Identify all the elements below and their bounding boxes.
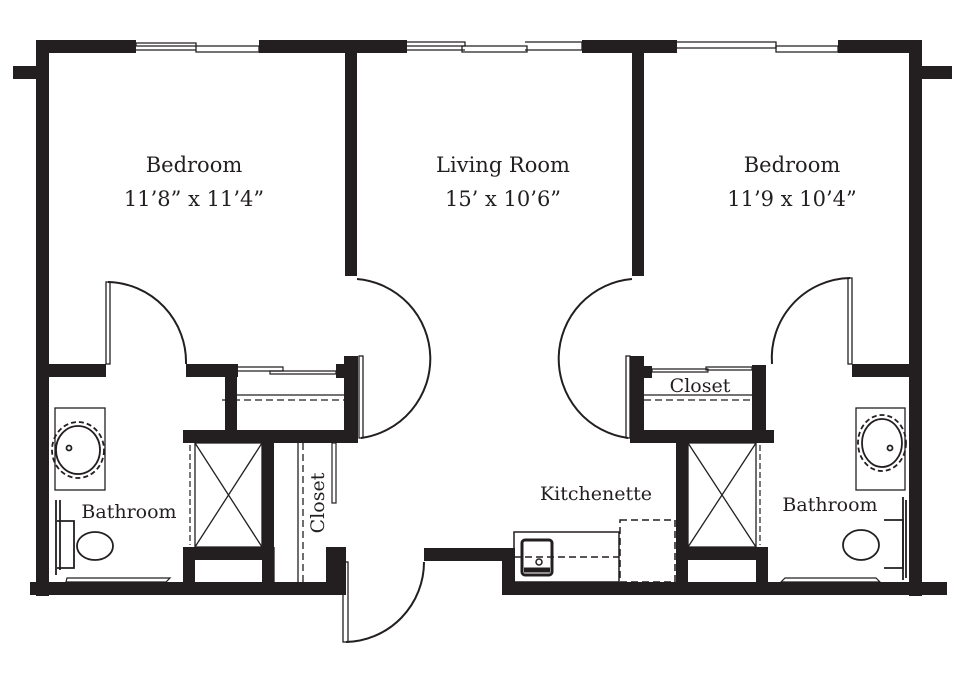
room-dim-left-bedroom: 11’8” x 11’4” (124, 187, 264, 211)
label-right-closet: Closet (670, 375, 731, 397)
room-name-right-bedroom: Bedroom (744, 153, 841, 177)
walls (13, 40, 952, 596)
label-left-bathroom: Bathroom (81, 501, 176, 523)
room-labels: Bedroom 11’8” x 11’4” Living Room 15’ x … (81, 153, 877, 533)
showers (189, 442, 761, 548)
windows (135, 41, 839, 53)
label-right-bathroom: Bathroom (782, 494, 877, 516)
doors (105, 277, 853, 643)
right-bathroom-fixtures (779, 407, 907, 583)
label-kitchenette: Kitchenette (540, 483, 652, 505)
left-bathroom-fixtures (51, 407, 172, 583)
room-dim-living-room: 15’ x 10’6” (445, 187, 561, 211)
room-name-living-room: Living Room (436, 153, 570, 177)
kitchenette-fixtures (513, 519, 676, 583)
room-dim-right-bedroom: 11’9 x 10’4” (727, 187, 856, 211)
closet-shelves (222, 394, 752, 582)
room-name-left-bedroom: Bedroom (146, 153, 243, 177)
label-left-closet: Closet (307, 472, 329, 533)
